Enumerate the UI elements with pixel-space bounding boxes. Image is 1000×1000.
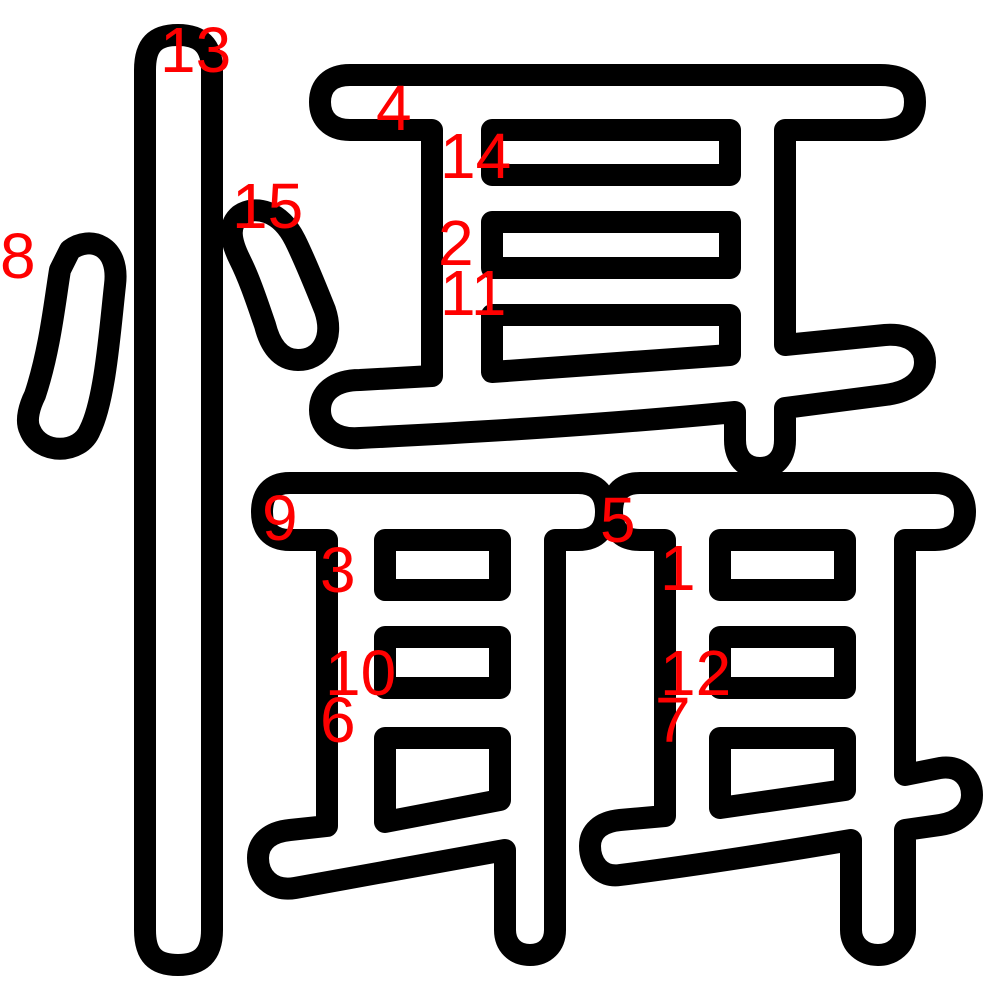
stroke-bottom-left-ear-box-3	[374, 727, 511, 833]
stroke-number-13: 13	[160, 14, 231, 86]
stroke-number-11: 11	[440, 257, 506, 329]
stroke-bottom-right-ear-box-3	[709, 727, 856, 819]
stroke-bottom-left-ear-box-1	[374, 529, 511, 601]
stroke-number-15: 15	[232, 170, 303, 242]
stroke-number-4: 4	[376, 72, 412, 144]
stroke-number-9: 9	[262, 482, 298, 554]
stroke-bottom-left-ear-frame	[247, 472, 617, 966]
stroke-number-1: 1	[660, 532, 696, 604]
stroke-number-5: 5	[600, 484, 636, 556]
stroke-number-12: 12	[660, 637, 731, 709]
stroke-number-6: 6	[320, 684, 356, 756]
stroke-top-ear-box-1	[481, 119, 741, 186]
stroke-top-ear-box-2	[481, 211, 741, 279]
stroke-center-vertical	[134, 24, 223, 976]
stroke-bottom-left-ear-box-2	[374, 626, 511, 699]
stroke-number-3: 3	[320, 534, 356, 606]
stroke-number-7: 7	[655, 684, 691, 756]
stroke-bottom-right-ear-frame	[579, 472, 983, 966]
stroke-number-2: 2	[438, 207, 474, 279]
stroke-number-8: 8	[0, 220, 36, 292]
stroke-right-dot	[220, 199, 340, 371]
stroke-bottom-right-ear-box-1	[709, 529, 856, 601]
stroke-number-10: 10	[325, 637, 396, 709]
stroke-left-dot	[16, 232, 127, 460]
stroke-bottom-right-ear-box-2	[709, 626, 856, 699]
stroke-number-14: 14	[440, 120, 511, 192]
stroke-top-ear-box-3	[481, 304, 741, 383]
